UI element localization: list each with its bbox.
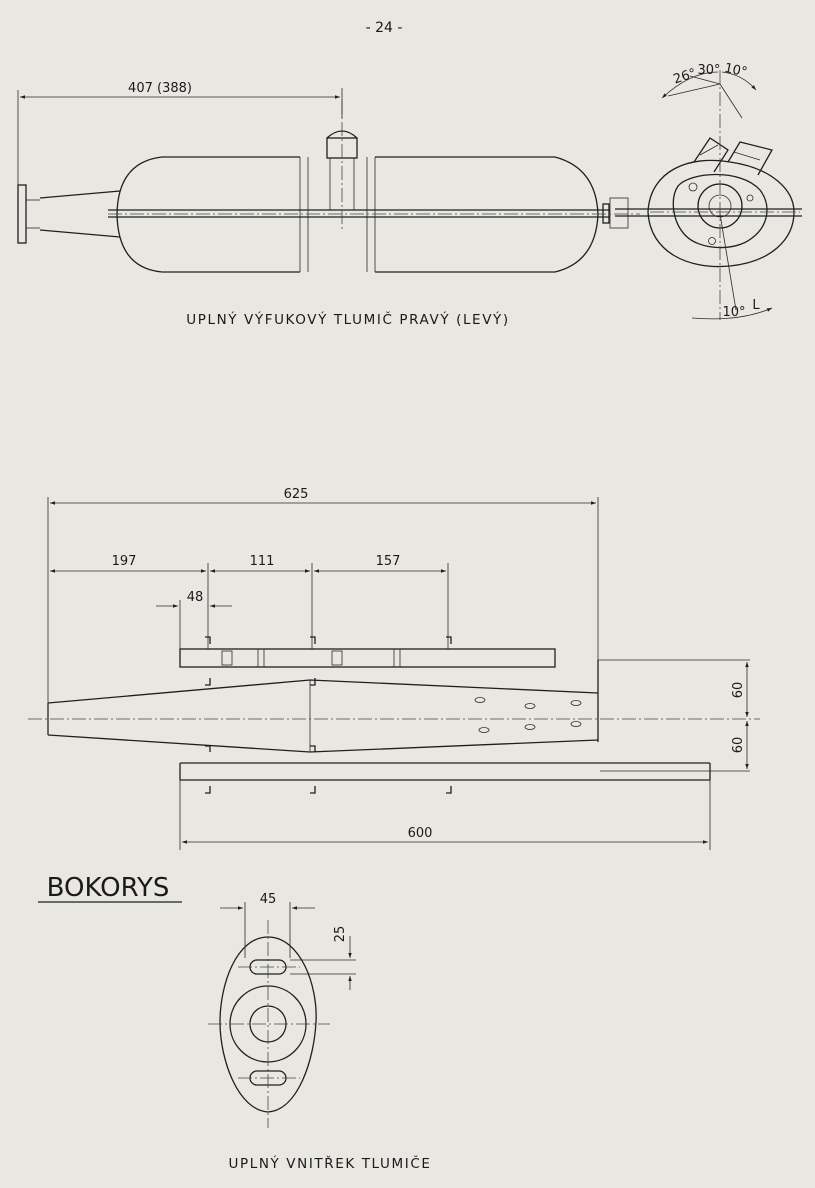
dim-label-600: 600 bbox=[408, 826, 433, 841]
internals-end-view bbox=[208, 920, 330, 1128]
angle-label-10-top: 10° bbox=[723, 61, 749, 80]
dim-label-48: 48 bbox=[187, 590, 204, 605]
dimension-407: 407 (388) bbox=[17, 81, 343, 185]
internals-caption: UPLNÝ VNITŘEK TLUMIČE bbox=[229, 1154, 432, 1172]
page-number: - 24 - bbox=[366, 20, 403, 36]
muffler-assembly-drawing bbox=[17, 100, 640, 273]
angle-label-10-bottom: 10° bbox=[722, 305, 745, 320]
dim-label-60-upper: 60 bbox=[731, 682, 746, 699]
angle-label-30: 30° bbox=[697, 63, 720, 78]
end-view-dimensions: 45 25 bbox=[220, 892, 356, 990]
assembly-caption: UPLNÝ VÝFUKOVÝ TLUMIČ PRAVÝ (LEVÝ) bbox=[186, 310, 510, 328]
muffler-end-view: 26° 30° 10° 10° L bbox=[615, 61, 802, 320]
dim-label-25: 25 bbox=[333, 926, 348, 943]
section-title: BOKORYS bbox=[47, 873, 170, 903]
internals-side-view bbox=[28, 636, 760, 794]
dim-label-157: 157 bbox=[376, 554, 401, 569]
dim-label-60-lower: 60 bbox=[731, 737, 746, 754]
dim-label-111: 111 bbox=[250, 554, 275, 569]
angle-label-26: 26° bbox=[672, 66, 699, 87]
dim-label-45: 45 bbox=[260, 892, 277, 907]
dim-label-625: 625 bbox=[284, 487, 309, 502]
side-marker-label: L bbox=[752, 298, 760, 313]
side-view-dimensions: 625 197 111 157 48 60 60 600 bbox=[47, 487, 749, 850]
dim-label-407: 407 (388) bbox=[128, 81, 192, 96]
dim-label-197: 197 bbox=[112, 554, 137, 569]
